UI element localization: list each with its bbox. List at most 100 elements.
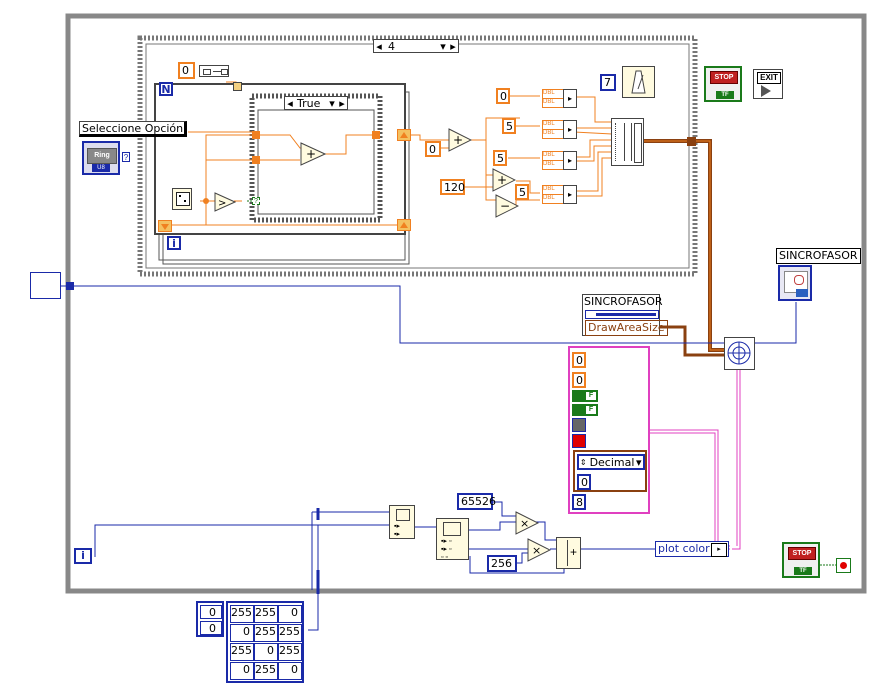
array-index-col[interactable]: 0 (200, 621, 222, 635)
bundle-node[interactable] (199, 65, 229, 77)
format-cluster[interactable]: ⇕ Decimal ▾ 0 (573, 450, 647, 492)
bundle-pair[interactable]: DBL DBL ▸ (542, 185, 577, 204)
array-grid[interactable]: 255 255 0 0 255 255 255 0 255 0 255 0 (226, 601, 304, 683)
index-array-node[interactable]: ▪▸ ▫ ▪▸ ▫ ▫ ▫ (436, 518, 469, 561)
property-node[interactable]: SINCROFASOR DrawAreaSize (582, 294, 668, 336)
loop-tunnel-left (66, 282, 74, 290)
array-index-row[interactable]: 0 (200, 605, 222, 619)
multiply-function[interactable]: × (515, 511, 539, 535)
stop-condition-terminal[interactable] (836, 558, 851, 573)
bundle-pair[interactable]: DBL DBL ▸ (542, 120, 577, 139)
cluster-value[interactable]: 0 (572, 352, 586, 368)
increment-arrow-icon[interactable]: ▸ (339, 96, 345, 110)
add-function[interactable]: + (300, 142, 326, 166)
case-selector-value: 4 (388, 39, 395, 53)
metronome-icon[interactable] (622, 66, 655, 98)
add-zero-constant[interactable]: 0 (425, 141, 441, 157)
plot-color-node[interactable]: plot color ▸ (655, 541, 729, 557)
loop-zero-constant[interactable]: 0 (178, 62, 195, 79)
array-cell[interactable]: 255 (230, 643, 254, 661)
color-256-constant[interactable]: 256 (487, 555, 517, 572)
color-65526-constant[interactable]: 65526 (457, 493, 496, 510)
dbl-zero-constant[interactable]: 0 (496, 88, 510, 104)
array-cell[interactable]: 255 (230, 605, 254, 623)
seleccione-label-box: Seleccione Opción: (79, 121, 187, 137)
build-array-node[interactable] (611, 118, 644, 166)
rgb-array-constant[interactable]: 0 0 255 255 0 0 255 255 255 0 255 0 255 … (196, 601, 308, 683)
array-cell[interactable]: 0 (230, 624, 254, 642)
decrement-arrow-icon[interactable]: ◂ (287, 96, 293, 110)
cluster-value[interactable]: 0 (572, 372, 586, 388)
chevron-down-icon[interactable]: ▾ (635, 455, 642, 469)
bundle-pair[interactable]: DBL DBL ▸ (542, 151, 577, 170)
svg-text:×: × (532, 544, 541, 557)
add-function[interactable]: + (492, 168, 516, 192)
compound-add-function[interactable]: + (556, 537, 581, 569)
array-cell[interactable]: 0 (278, 605, 302, 623)
array-cell[interactable]: 255 (278, 643, 302, 661)
color-box-red[interactable] (572, 434, 586, 448)
dbl-five-constant[interactable]: 5 (502, 118, 516, 134)
numeric-control[interactable] (30, 272, 61, 299)
case-structure-frame (137, 35, 698, 277)
cluster-value[interactable]: 8 (572, 494, 586, 510)
format-enum[interactable]: ⇕ Decimal ▾ (577, 454, 645, 470)
while-iteration-terminal[interactable]: i (74, 548, 92, 564)
wait-constant[interactable]: 7 (600, 74, 616, 91)
polar-plot-node[interactable] (724, 337, 755, 370)
case-selector-tunnel: ? (252, 197, 260, 205)
inner-case-value: True (297, 96, 321, 110)
shift-register-right-bottom (397, 219, 411, 231)
array-cell[interactable]: 255 (254, 605, 278, 623)
array-cell[interactable]: 0 (254, 643, 278, 661)
greater-than-function[interactable]: > (214, 192, 236, 212)
shift-register-right (397, 129, 411, 141)
iteration-terminal[interactable]: i (167, 236, 181, 250)
array-tunnel (687, 137, 696, 146)
play-icon (761, 85, 771, 97)
stop-button[interactable]: STOP TF (704, 66, 742, 102)
graph-indicator[interactable] (778, 265, 812, 301)
cluster-constant[interactable]: 0 0 F F ⇕ Decimal ▾ 0 8 (568, 346, 650, 514)
array-cell[interactable]: 255 (278, 624, 302, 642)
color-box-gray[interactable] (572, 418, 586, 432)
count-terminal[interactable]: N (159, 82, 173, 96)
svg-text:×: × (520, 517, 529, 530)
array-index-box[interactable]: 0 0 (196, 601, 224, 637)
array-cell[interactable]: 255 (254, 624, 278, 642)
plot-color-label: plot color (658, 542, 710, 555)
stop-button[interactable]: STOP TF (782, 542, 820, 578)
dice-icon[interactable] (172, 188, 192, 210)
cluster-value[interactable]: 0 (577, 474, 591, 490)
stop-label: STOP (788, 547, 816, 560)
dbl-five-constant[interactable]: 5 (515, 184, 529, 200)
multiply-function[interactable]: × (527, 538, 551, 562)
add-function[interactable]: + (448, 128, 472, 152)
bool-constant[interactable]: F (572, 404, 598, 416)
draw-area-property[interactable]: DrawAreaSize (585, 320, 668, 336)
while-loop-frame (65, 13, 867, 594)
increment-arrow-icon[interactable]: ▸ (450, 39, 456, 53)
bundle-pair[interactable]: DBL DBL ▸ (542, 89, 577, 108)
junction (203, 198, 209, 204)
stop-type: TF (794, 567, 812, 575)
array-cell[interactable]: 0 (230, 662, 254, 680)
inner-case-selector[interactable]: ◂ True ▾ ▸ (284, 96, 348, 110)
array-cell[interactable]: 0 (278, 662, 302, 680)
case-selector[interactable]: ◂ 4 ▾ ▸ (373, 39, 459, 53)
svg-text:>: > (218, 198, 226, 209)
exit-label: EXIT (757, 72, 781, 84)
array-cell[interactable]: 255 (254, 662, 278, 680)
decrement-arrow-icon[interactable]: ◂ (376, 39, 382, 53)
updown-arrow-icon[interactable]: ⇕ (579, 457, 587, 467)
dbl-five-constant[interactable]: 5 (493, 150, 507, 166)
index-array-node[interactable]: ▪▸ ▪▸ (389, 505, 415, 539)
ring-control[interactable]: Ring U8 (82, 141, 120, 175)
chevron-down-icon[interactable]: ▾ (329, 96, 335, 110)
shift-register (233, 82, 242, 91)
subtract-function[interactable]: − (495, 194, 519, 218)
chevron-down-icon[interactable]: ▾ (440, 39, 446, 53)
one-twenty-constant[interactable]: 120 (440, 179, 465, 195)
bool-constant[interactable]: F (572, 390, 598, 402)
exit-function[interactable]: EXIT (753, 69, 783, 99)
